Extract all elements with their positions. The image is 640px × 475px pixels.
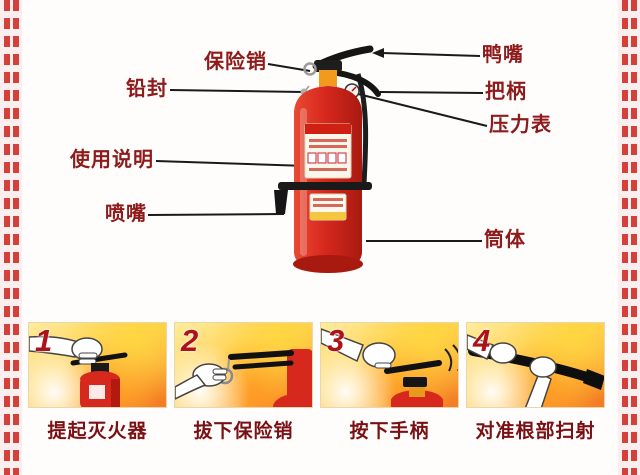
label-nozzle: 喷嘴 <box>105 203 147 225</box>
step-4-illustration-sweep-spray <box>467 334 604 407</box>
step-1-illustration-lift <box>29 335 128 407</box>
label-cylinder-body: 筒体 <box>484 229 526 251</box>
hose-clip-bar <box>278 182 372 190</box>
fire-extinguisher-illustration <box>274 45 381 273</box>
step-caption-1: 提起灭火器 <box>47 421 148 442</box>
step-number: 3 <box>327 323 345 358</box>
step-caption-4: 对准根部扫射 <box>475 421 596 442</box>
hose <box>355 73 369 185</box>
steps-section: 1 2 <box>0 322 640 442</box>
step-number: 2 <box>181 323 199 358</box>
label-duckbill: 鸭嘴 <box>482 44 524 66</box>
step-caption-2: 拔下保险销 <box>193 421 294 442</box>
step-panel-1: 1 <box>28 322 167 408</box>
safety-pin-ring <box>303 62 317 76</box>
step-panel-2: 2 <box>174 322 313 408</box>
right-perforated-border <box>618 0 640 475</box>
base <box>293 255 363 273</box>
label-instructions: 使用说明 <box>70 149 154 171</box>
step-2-illustration-pull-pin <box>175 349 312 407</box>
left-perforated-border <box>0 0 22 475</box>
step-panel-4: 4 <box>466 322 605 408</box>
nozzle-horn <box>274 190 288 214</box>
step-caption-3: 按下手柄 <box>349 421 430 442</box>
label-safety-pin: 保险销 <box>204 51 267 73</box>
instruction-label <box>304 123 352 179</box>
step-panel-3: 3 <box>320 322 459 408</box>
step-3-illustration-press-handle <box>321 328 458 407</box>
collar <box>319 70 337 88</box>
label-handle: 把柄 <box>485 81 527 103</box>
label-pressure-gauge: 压力表 <box>489 114 552 136</box>
step-number: 1 <box>35 323 53 358</box>
label-lead-seal: 铅封 <box>126 78 168 100</box>
lower-label <box>309 193 347 221</box>
step-number: 4 <box>473 323 491 358</box>
valve-block <box>314 60 342 72</box>
